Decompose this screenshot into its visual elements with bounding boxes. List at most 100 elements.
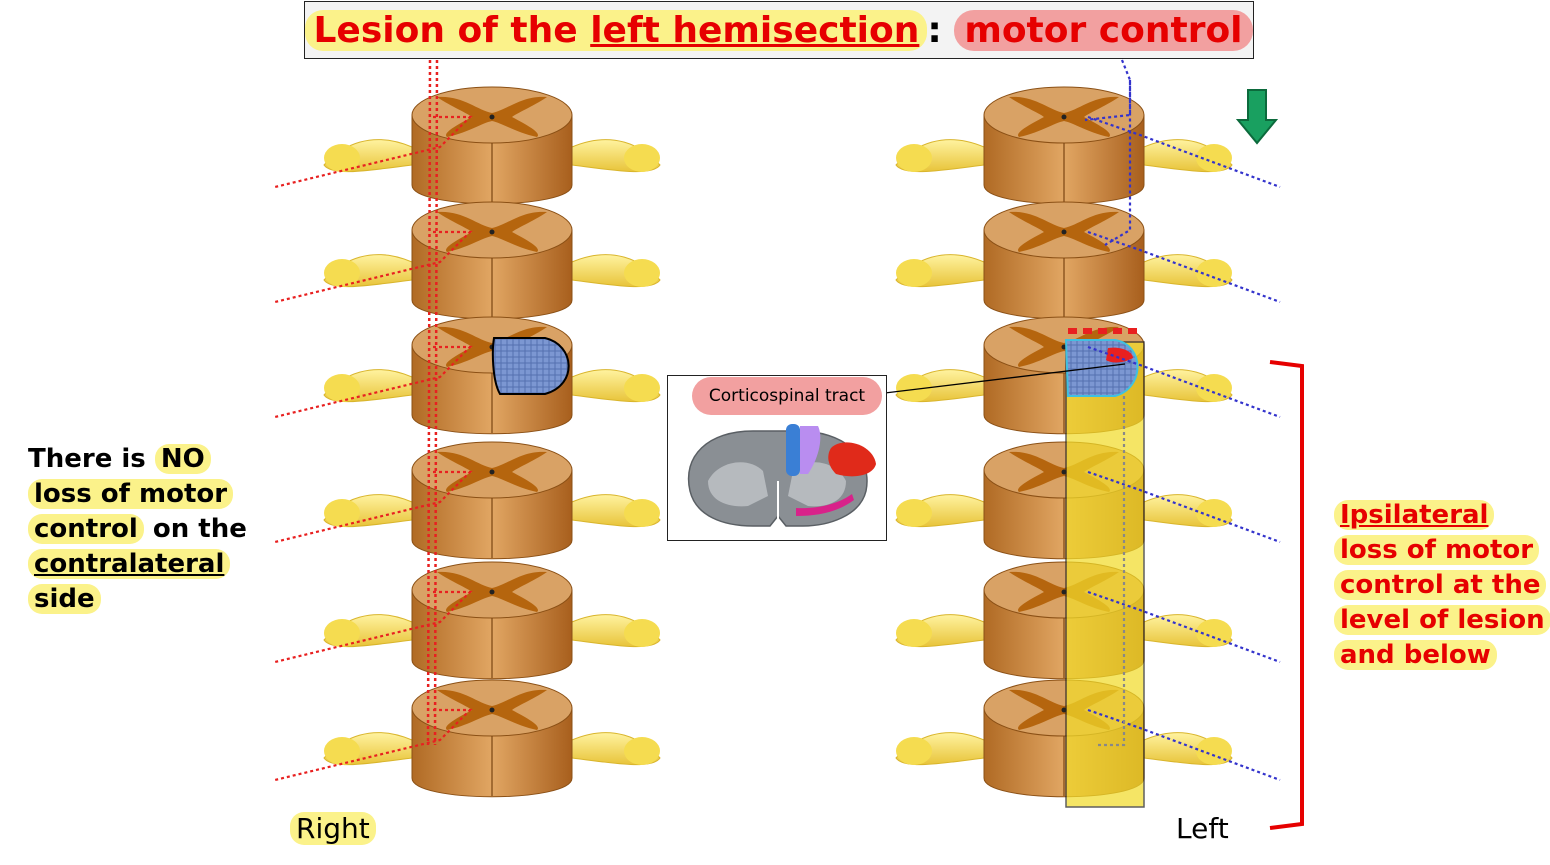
motor-fiber-blue [1087,115,1281,189]
right-side-label: Right [290,812,376,845]
central-canal [489,229,495,235]
note-right-ipsilateral: Ipsilateral [1334,500,1495,530]
right-cord-segment [323,201,661,320]
central-canal [1061,114,1067,120]
motor-fiber-red [274,230,473,304]
dorsal-root-ganglion [624,259,660,287]
dorsal-root-ganglion [896,374,932,402]
left-cord-segment [895,201,1233,320]
left-cord-segment [895,316,1233,435]
dorsal-root-ganglion [896,144,932,172]
central-canal [1061,229,1067,235]
interrupted-tract [1095,396,1126,747]
motor-fiber-red [274,708,473,782]
motor-fiber-blue [1087,470,1281,544]
overlays [274,59,1304,830]
left-cord-segment [895,561,1233,680]
label-pointer-line [859,363,1126,397]
note-left-line3a: control [28,514,144,544]
dorsal-root-ganglion [896,737,932,765]
dorsal-root-ganglion [1196,499,1232,527]
note-left-line2: loss of motor [28,479,234,509]
descending-tract-blue [1104,59,1132,246]
down-arrow-icon [1236,89,1278,145]
motor-fiber-blue [1087,230,1281,304]
dorsal-root-ganglion [624,737,660,765]
motor-fiber-blue [1087,590,1281,664]
title-highlight: Lesion of the left hemisection [305,9,928,51]
left-side-label: Left [1176,812,1229,845]
motor-fiber-blue [1087,708,1281,782]
motor-fiber-red [274,115,473,189]
right-cord-segment [323,561,661,680]
dorsal-root-ganglion [1196,259,1232,287]
motor-fiber-blue [1087,345,1281,419]
affected-region-highlight [1065,341,1145,808]
right-spinal-column [323,86,661,798]
dorsal-root-ganglion [324,499,360,527]
motor-fiber-red [274,590,473,664]
dorsal-root-ganglion [324,619,360,647]
note-left-line3b: on the [143,514,247,544]
descending-tract-red [433,59,439,746]
dorsal-root-ganglion [324,144,360,172]
dorsal-root-ganglion [324,259,360,287]
title-colon: : [927,9,942,51]
title-motor-control: motor control [954,9,1253,51]
note-right-line4: level of lesion [1334,605,1550,635]
dorsal-root-ganglion [1196,737,1232,765]
note-right-line3: control at the [1334,570,1547,600]
central-canal [489,114,495,120]
dorsal-root-ganglion [896,499,932,527]
purple-tract-shape [800,426,821,474]
lesioned-tract-red [1106,347,1133,363]
note-left-contralateral: contralateral [28,549,231,579]
blue-tract-shape [786,424,800,476]
affected-levels-bracket [1269,360,1304,830]
note-right-line2: loss of motor [1334,535,1540,565]
central-canal [489,589,495,595]
ipsilateral-note: Ipsilateral loss of motor control at the… [1334,498,1550,673]
note-right-line5: and below [1334,640,1497,670]
dorsal-root-ganglion [624,374,660,402]
cross-section-image [687,424,876,527]
title-prefix: Lesion of the [313,9,591,51]
left-cord-segment [895,679,1233,798]
lesion-right-column [491,337,570,395]
contralateral-note: There is NO loss of motor control on the… [28,442,247,617]
central-canal [489,707,495,713]
dorsal-root-ganglion [1196,619,1232,647]
right-cord-segment [323,441,661,560]
central-canal [489,469,495,475]
note-left-line1a: There is [28,444,155,474]
right-cord-segment [323,86,661,205]
dorsal-root-ganglion [1196,144,1232,172]
dorsal-root-ganglion [624,144,660,172]
page-title: Lesion of the left hemisection: motor co… [305,2,1253,58]
dorsal-root-ganglion [324,737,360,765]
title-box: Lesion of the left hemisection: motor co… [304,1,1254,59]
left-cord-segment [895,441,1233,560]
left-spinal-column [895,86,1233,798]
left-cord-segment [895,86,1233,205]
dorsal-root-ganglion [1196,374,1232,402]
right-cord-segment [323,679,661,798]
motor-fiber-red [274,470,473,544]
lesion-left-column [1064,339,1139,397]
right-cord-segment [323,316,661,435]
magenta-tract-shape [796,494,854,516]
motor-fiber-red [274,345,473,419]
dorsal-root-ganglion [896,619,932,647]
corticospinal-tract-label: Corticospinal tract [692,377,882,415]
note-left-line5: side [28,584,101,614]
dorsal-root-ganglion [324,374,360,402]
descending-tract-red [426,59,432,746]
dorsal-root-ganglion [624,499,660,527]
corticospinal-red-shape [828,442,876,477]
dorsal-root-ganglion [896,259,932,287]
title-left-hemisection: left hemisection [590,9,920,51]
dorsal-root-ganglion [624,619,660,647]
note-left-no: NO [154,444,211,474]
